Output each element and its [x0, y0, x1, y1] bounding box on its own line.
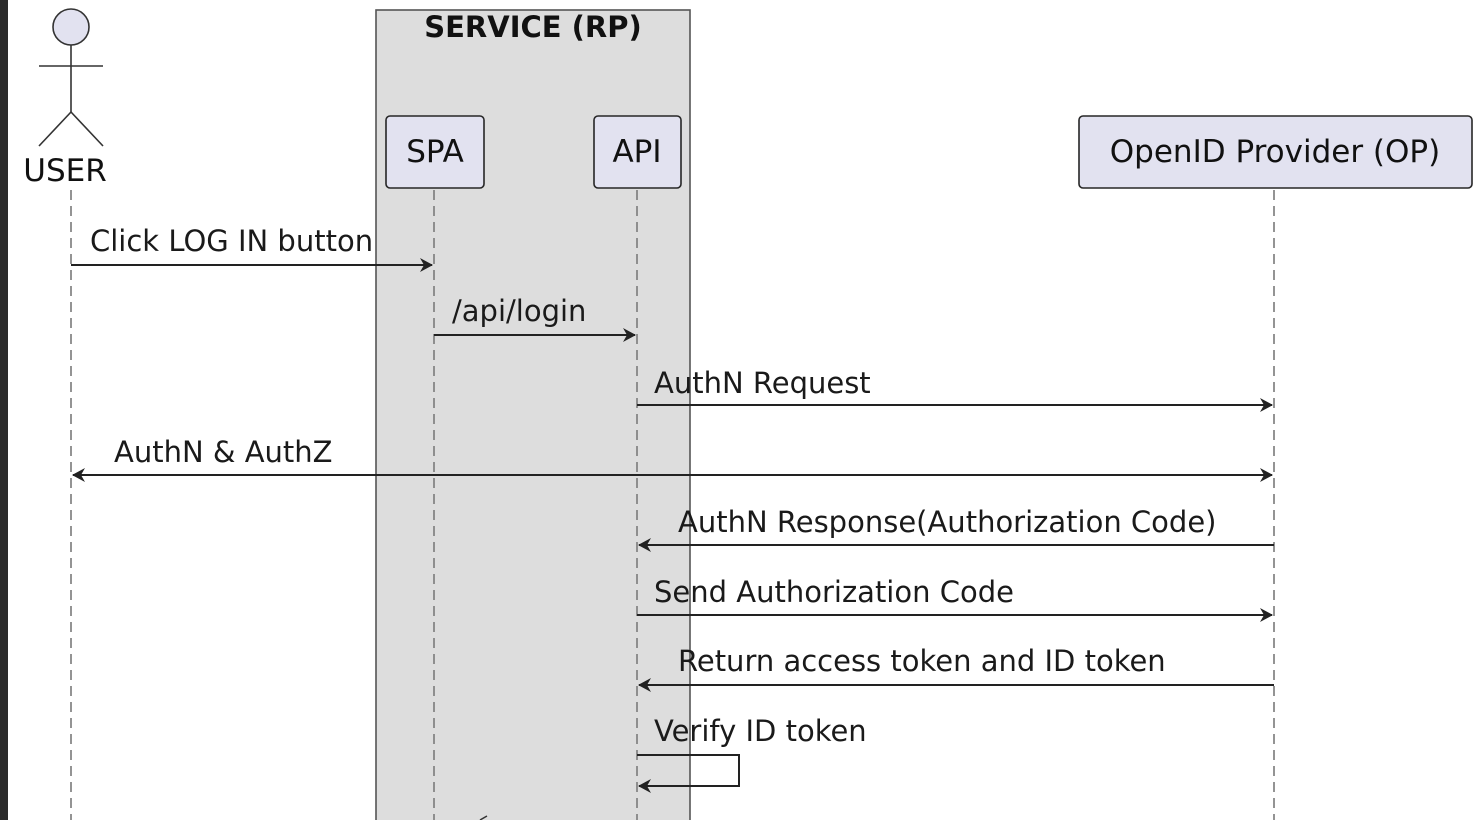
window-edge: [0, 0, 8, 820]
message-click-login-label: Click LOG IN button: [90, 224, 373, 258]
message-verify-token-arrow: [637, 754, 740, 793]
partial-message-stub: [479, 815, 488, 820]
participant-api: API: [593, 115, 682, 189]
user-actor-icon: [38, 8, 104, 147]
message-authn-response-label: AuthN Response(Authorization Code): [678, 505, 1216, 539]
participant-op-label: OpenID Provider (OP): [1110, 134, 1440, 170]
message-api-login-label: /api/login: [452, 294, 586, 328]
message-return-tokens-label: Return access token and ID token: [678, 644, 1166, 678]
message-verify-token-label: Verify ID token: [654, 714, 867, 748]
participant-spa: SPA: [385, 115, 485, 189]
user-actor-label: USER: [23, 153, 107, 189]
message-authn-request-label: AuthN Request: [654, 366, 871, 400]
service-rp-group-title: SERVICE (RP): [424, 10, 642, 44]
participant-spa-label: SPA: [406, 134, 464, 170]
participant-api-label: API: [612, 134, 661, 170]
message-send-code-label: Send Authorization Code: [654, 575, 1014, 609]
participant-op: OpenID Provider (OP): [1078, 115, 1473, 189]
message-authn-authz-label: AuthN & AuthZ: [114, 435, 333, 469]
